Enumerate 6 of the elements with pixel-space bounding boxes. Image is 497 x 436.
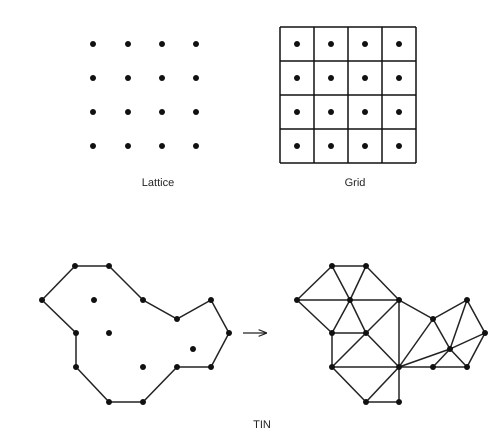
caption-label: Lattice [142, 177, 174, 189]
point-polygon-drawing [38, 262, 233, 406]
caption-label: TIN [253, 419, 271, 431]
triangulated-network-drawing [293, 262, 489, 406]
arrow [243, 329, 268, 337]
caption-label: Grid [344, 177, 366, 189]
